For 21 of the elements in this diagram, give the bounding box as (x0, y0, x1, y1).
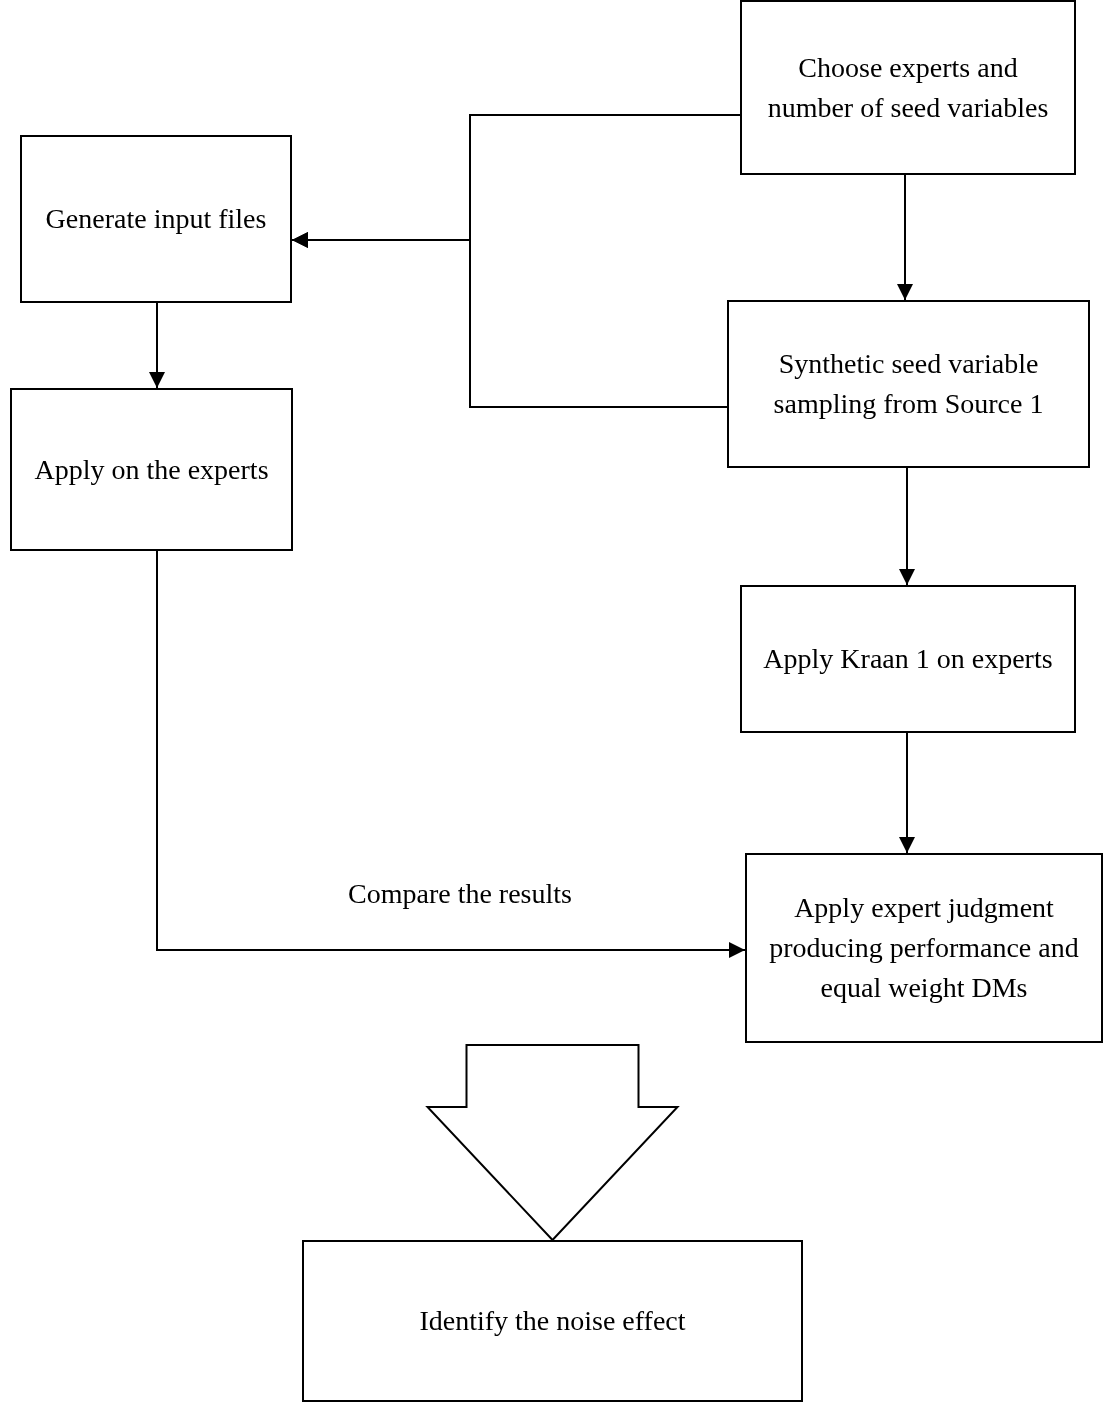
arrow (149, 302, 165, 389)
arrow (291, 232, 728, 408)
box-text: Apply on the experts (34, 452, 269, 487)
process-box (740, 585, 1076, 733)
process-box (10, 388, 293, 551)
box-text: Choose experts and number of seed variables (766, 50, 1050, 125)
process-box (302, 1240, 803, 1402)
arrow (899, 732, 915, 854)
process-box (745, 853, 1103, 1043)
block-arrow (425, 1044, 680, 1242)
box-text: Generate input files (45, 202, 267, 237)
box-text: Apply expert judgment producing performance and equal weight DMs (768, 891, 1080, 1005)
box-text: Apply Kraan 1 on experts (763, 642, 1053, 677)
process-box (20, 135, 292, 303)
arrow (156, 550, 746, 958)
arrow (899, 467, 915, 586)
box-text: Synthetic seed variable sampling from Source 1 (772, 347, 1045, 421)
box-text: Identify the noise effect (419, 1304, 686, 1339)
process-box (727, 300, 1090, 468)
arrow (897, 174, 913, 301)
process-box (740, 0, 1076, 175)
